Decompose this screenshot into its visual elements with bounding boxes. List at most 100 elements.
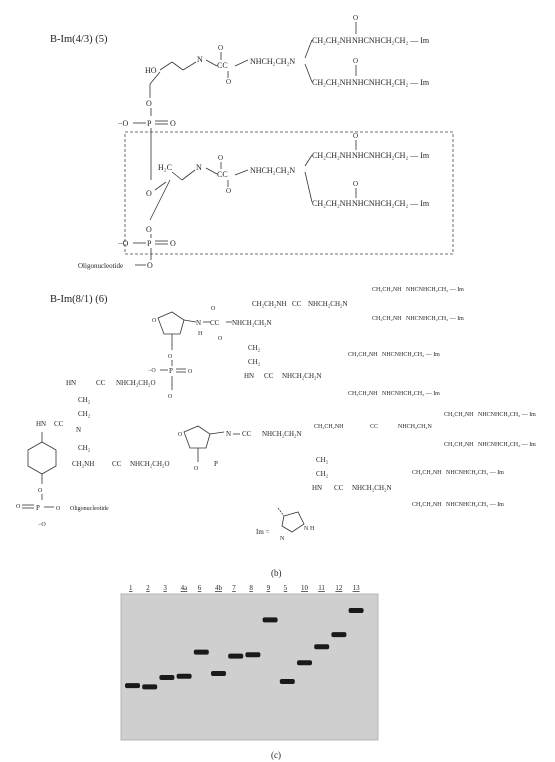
structure-5: B-Im(4/3) (5) HO N CC O O NHCH₂CH₂N CH₂C… bbox=[50, 14, 454, 270]
im-chain-label: NHCNHCH₂CH₂ — Im bbox=[446, 470, 504, 476]
linker-label: NHCH₂CH₂N bbox=[282, 372, 322, 380]
oxalyl-cc: CC bbox=[54, 420, 64, 428]
phosphorus-label: P bbox=[169, 367, 173, 375]
linker-label: NHCH₂CH₂O bbox=[130, 460, 170, 468]
linker-label: NHCH₂CH₂N bbox=[250, 166, 295, 175]
lane-label-4a: 4a bbox=[181, 584, 189, 592]
ho-label: HO bbox=[145, 66, 157, 75]
n-label: N bbox=[76, 426, 81, 434]
structure-6-title: B-Im(8/1) (6) bbox=[50, 294, 108, 305]
im-definition-label: Im = bbox=[256, 528, 270, 536]
ch2nh-label: CH₂NH bbox=[72, 460, 94, 468]
phosphorus-label: P bbox=[214, 460, 218, 468]
o-label: O bbox=[16, 504, 21, 510]
gel-band-10 bbox=[297, 660, 312, 666]
arm-label: CH₂CH₂NH bbox=[348, 391, 378, 397]
o-label: O bbox=[218, 336, 223, 342]
im-chain-label: NHCNHCH₂CH₂ — Im bbox=[352, 151, 430, 160]
hn-label: HN bbox=[36, 420, 46, 428]
oxalyl-cc: CC bbox=[334, 484, 344, 492]
gel-band-13 bbox=[348, 608, 364, 614]
im-chain-label: NHCNHCH₂CH₂ — Im bbox=[352, 78, 430, 87]
phosphorus-label: P bbox=[147, 119, 152, 128]
cyclohexane-ring bbox=[27, 441, 57, 475]
gel-background bbox=[121, 594, 378, 740]
o-label: O bbox=[353, 132, 358, 140]
ring-h-label: H bbox=[310, 526, 315, 532]
o-label: O bbox=[226, 78, 231, 86]
hn-label: HN bbox=[244, 372, 254, 380]
arm-label: CH₂CH₂NH bbox=[444, 412, 474, 418]
gel-band-6 bbox=[193, 649, 209, 655]
lane-label-12: 12 bbox=[335, 584, 343, 592]
lane-label-10: 10 bbox=[301, 584, 309, 592]
arm-label: CH₂CH₂NH bbox=[312, 36, 352, 45]
deoxyribose-ring bbox=[157, 311, 185, 335]
hn-label: HN bbox=[66, 379, 76, 387]
gel-band-8 bbox=[245, 652, 261, 658]
linker-label: NHCH₂CH₂O bbox=[116, 379, 156, 387]
im-chain-label: NHCNHCH₂CH₂ — Im bbox=[406, 287, 464, 293]
linker-label: NHCH₂CH₂N bbox=[308, 300, 348, 308]
o-minus-label: −O bbox=[38, 522, 46, 528]
o-label: O bbox=[218, 154, 223, 162]
arm-label: CH₂CH₂NH bbox=[312, 151, 352, 160]
h-label: H bbox=[198, 331, 203, 337]
im-chain-label: NHCNHCH₂CH₂ — Im bbox=[382, 391, 440, 397]
phosphorus-label: P bbox=[147, 239, 152, 248]
o-label: O bbox=[56, 506, 61, 512]
oligonucleotide-label: Oligonucleotide bbox=[78, 262, 123, 270]
oligonucleotide-label: Oligonucleotide bbox=[70, 506, 109, 512]
linker-label: NHCH₂CH₂N bbox=[250, 57, 295, 66]
ch2-label: CH₂ bbox=[248, 344, 261, 352]
arm-label: CH₂CH₂NH bbox=[348, 352, 378, 358]
deoxyribose-ring bbox=[183, 425, 211, 449]
phosphorus-label: P bbox=[36, 504, 40, 512]
gel-band-3 bbox=[159, 675, 175, 681]
o-label: O bbox=[211, 306, 216, 312]
ch2-label: CH₂ bbox=[78, 410, 91, 418]
arm-label: CH₂CH₂NH bbox=[412, 502, 442, 508]
o-label: O bbox=[146, 225, 152, 234]
lane-label-2: 2 bbox=[146, 584, 150, 592]
arm-label: CH₂CH₂NH bbox=[412, 470, 442, 476]
ch2-label: CH₂ bbox=[78, 444, 91, 452]
im-chain-label: NHCNHCH₂CH₂ — Im bbox=[406, 316, 464, 322]
o-label: O bbox=[170, 119, 176, 128]
structure-6: B-Im(8/1) (6) O N H CC O O NHCH₂CH₂N O −… bbox=[16, 287, 536, 542]
gel-band-12 bbox=[331, 632, 347, 638]
arm-label: CH₂CH₂NH bbox=[444, 442, 474, 448]
lane-label-4b: 4b bbox=[215, 584, 223, 592]
ch2-label: CH₂ bbox=[78, 396, 91, 404]
o-label: O bbox=[178, 432, 183, 438]
oxalyl-cc: CC bbox=[242, 430, 252, 438]
o-label: O bbox=[226, 187, 231, 195]
lane-label-9: 9 bbox=[267, 584, 271, 592]
ch2-label: CH₂ bbox=[316, 470, 329, 478]
im-chain-label: NHCNHCH₂CH₂ — Im bbox=[478, 442, 536, 448]
im-chain-label: NHCNHCH₂CH₂ — Im bbox=[352, 36, 430, 45]
oxalyl-cc: CC bbox=[292, 300, 302, 308]
linker-label: NHCH₂CH₂N bbox=[398, 424, 433, 430]
lane-label-6: 6 bbox=[198, 584, 202, 592]
o-label: O bbox=[353, 14, 358, 22]
arm-label: CH₂CH₂NH bbox=[312, 78, 352, 87]
oxalyl-cc: CC bbox=[370, 424, 378, 430]
o-label: O bbox=[152, 318, 157, 324]
ch2-label: CH₂ bbox=[248, 358, 261, 366]
gel-band-4a bbox=[176, 673, 192, 679]
panel-c-caption: (c) bbox=[271, 750, 281, 760]
oxalyl-cc: CC bbox=[112, 460, 122, 468]
im-chain-label: NHCNHCH₂CH₂ — Im bbox=[352, 199, 430, 208]
ch2-label: CH₂ bbox=[316, 456, 329, 464]
lane-label-13: 13 bbox=[353, 584, 361, 592]
lane-label-11: 11 bbox=[318, 584, 325, 592]
o-label: O bbox=[146, 99, 152, 108]
arm-label: CH₂CH₂NH bbox=[314, 424, 344, 430]
linker-label: NHCH₂CH₂N bbox=[232, 319, 272, 327]
o-label: O bbox=[146, 189, 152, 198]
o-label: O bbox=[218, 44, 223, 52]
oxalyl-cc: CC bbox=[264, 372, 274, 380]
